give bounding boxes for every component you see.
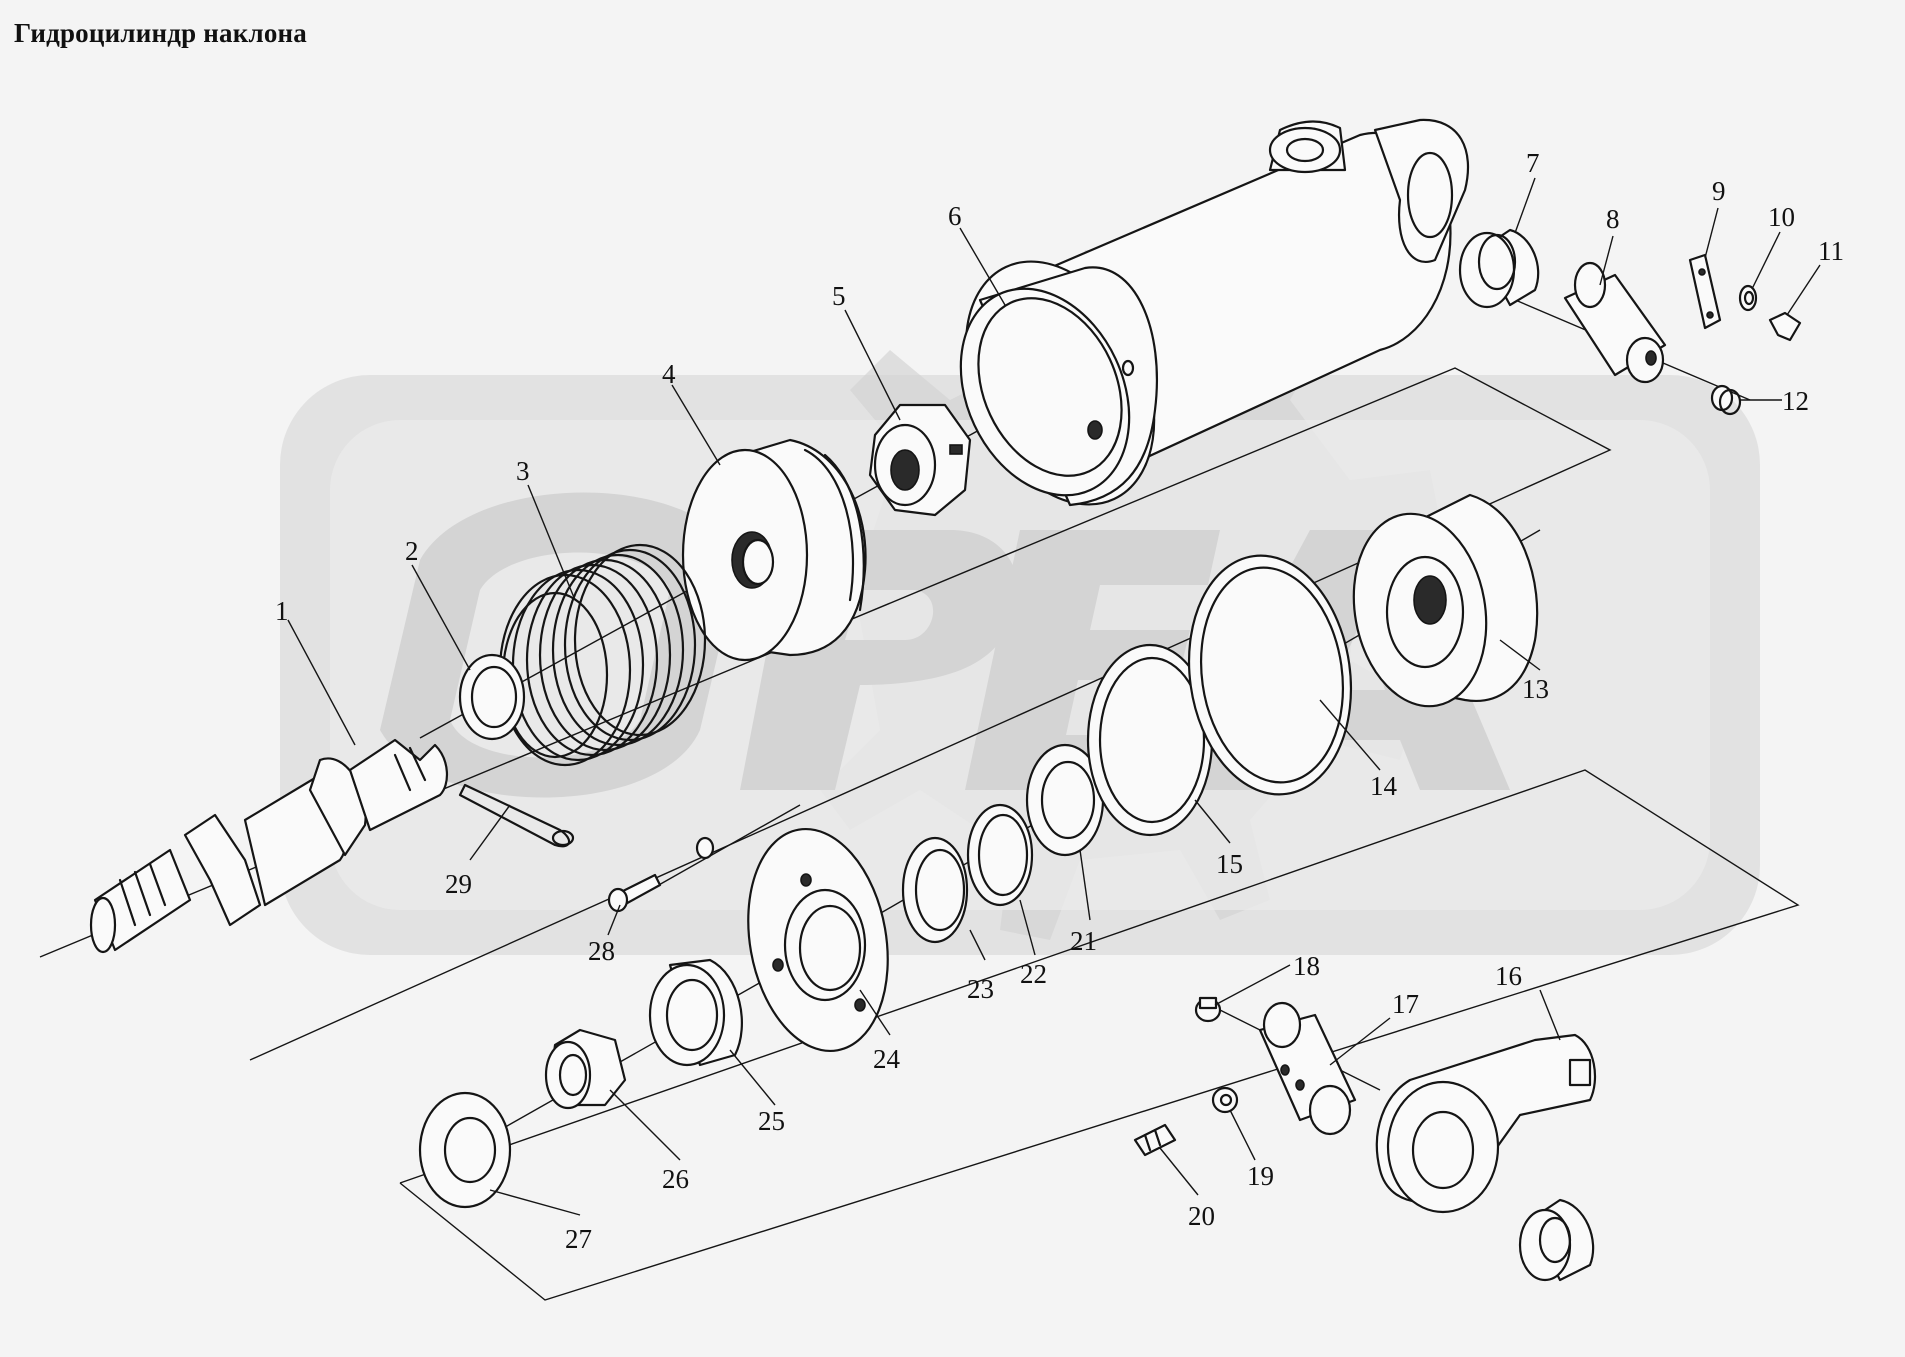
callout-12: 12 [1782,386,1809,416]
part-29-cotter-pin [458,783,575,848]
callout-9: 9 [1712,176,1726,206]
callout-5: 5 [832,281,846,311]
frame-lower [399,769,1800,1301]
callout-13: 13 [1522,674,1549,704]
part-10-washer [1738,284,1758,312]
axis-bolt [649,804,801,891]
part-23-seal [901,836,969,944]
part-9-lock-plate [1688,253,1722,330]
part-8-pin [1563,261,1667,384]
callout-16: 16 [1495,961,1522,991]
callout-22: 22 [1020,959,1047,989]
callout-2: 2 [405,536,419,566]
watermark-letter-o [380,492,740,798]
part-21-seal [1025,743,1105,857]
part-14-ring [1187,554,1353,796]
part-12-nut [1710,384,1742,416]
part-19-nut [1211,1086,1239,1114]
page-title: Гидроцилиндр наклона [14,18,307,48]
part-15-guide-ring [1086,643,1214,837]
part-25-bushing [648,958,743,1067]
callout-23: 23 [967,974,994,1004]
part-11-bolt [1768,311,1802,342]
part-24-front-cover [747,827,889,1053]
part-20-set-screw [1133,1123,1177,1157]
callout-29: 29 [445,869,472,899]
callout-6: 6 [948,201,962,231]
part-27-washer [418,1091,512,1209]
callout-4: 4 [662,359,676,389]
callout-14: 14 [1370,771,1398,801]
callout-20: 20 [1188,1201,1215,1231]
callout-1: 1 [275,596,289,626]
part-1-rod [89,738,448,954]
axis-front [499,959,801,1131]
part-18-grease-nipple [1194,996,1222,1023]
callout-15: 15 [1216,849,1243,879]
part-22-ring [966,803,1034,907]
frame-upper [39,367,1612,1061]
callout-10: 10 [1768,202,1795,232]
callout-18: 18 [1293,951,1320,981]
part-16-rod-eye [1375,1033,1597,1214]
leader-lines [287,177,1821,1216]
part-13-rear-head [1352,493,1539,708]
callout-25: 25 [758,1106,785,1136]
callout-24: 24 [873,1044,901,1074]
callout-17: 17 [1392,989,1419,1019]
callout-8: 8 [1606,204,1620,234]
part-17-pin [1258,1001,1357,1136]
callout-28: 28 [588,936,615,966]
part-2-washer [458,653,526,741]
callout-3: 3 [516,456,530,486]
callout-11: 11 [1818,236,1844,266]
part-6-cylinder-body [959,118,1470,507]
callout-27: 27 [565,1224,592,1254]
part-4-piston [681,438,867,662]
callout-7: 7 [1526,148,1540,178]
callout-labels: 1 2 3 4 5 6 7 8 9 10 11 12 13 14 15 16 1… [275,148,1844,1254]
part-26-nut [544,1028,627,1110]
part-5-nut [868,403,972,517]
part-16-eye-bushing [1518,1198,1595,1282]
callout-26: 26 [662,1164,689,1194]
callout-21: 21 [1070,926,1097,956]
callout-19: 19 [1247,1161,1274,1191]
part-7-bushing [1458,228,1540,309]
watermark-letter-e [965,530,1220,790]
